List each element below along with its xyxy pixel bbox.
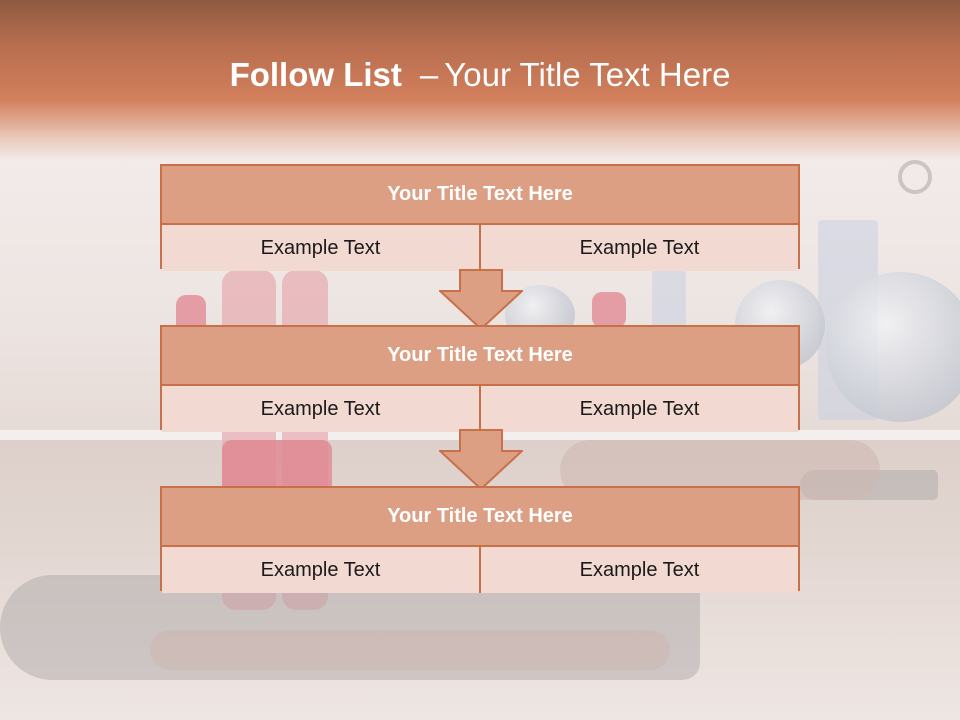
title-bold: Follow List: [229, 56, 402, 93]
flow-step-title: Your Title Text Here: [162, 488, 798, 547]
background-exercise-ball: [826, 272, 960, 422]
background-hook: [898, 160, 932, 194]
flow-step-left-text: Example Text: [162, 547, 479, 593]
down-arrow-icon: [439, 429, 523, 491]
flow-step-row: Example Text Example Text: [162, 225, 798, 271]
flow-step-3: Your Title Text Here Example Text Exampl…: [160, 486, 800, 593]
flow-step-right-text: Example Text: [479, 547, 798, 593]
flow-step-2: Your Title Text Here Example Text Exampl…: [160, 325, 800, 432]
flow-step-title: Your Title Text Here: [162, 327, 798, 386]
background-person: [150, 630, 670, 670]
down-arrow-icon: [439, 269, 523, 331]
flow-step-row: Example Text Example Text: [162, 547, 798, 593]
slide-title: Follow List–Your Title Text Here: [0, 56, 960, 94]
flow-step-left-text: Example Text: [162, 386, 479, 432]
flow-step-right-text: Example Text: [479, 225, 798, 271]
header-band: [0, 0, 960, 160]
flow-step-left-text: Example Text: [162, 225, 479, 271]
flow-step-title: Your Title Text Here: [162, 166, 798, 225]
title-separator: –: [419, 56, 439, 93]
title-rest: Your Title Text Here: [444, 56, 731, 93]
flow-step-right-text: Example Text: [479, 386, 798, 432]
flow-step-1: Your Title Text Here Example Text Exampl…: [160, 164, 800, 271]
background-sock: [592, 292, 626, 328]
flow-step-row: Example Text Example Text: [162, 386, 798, 432]
